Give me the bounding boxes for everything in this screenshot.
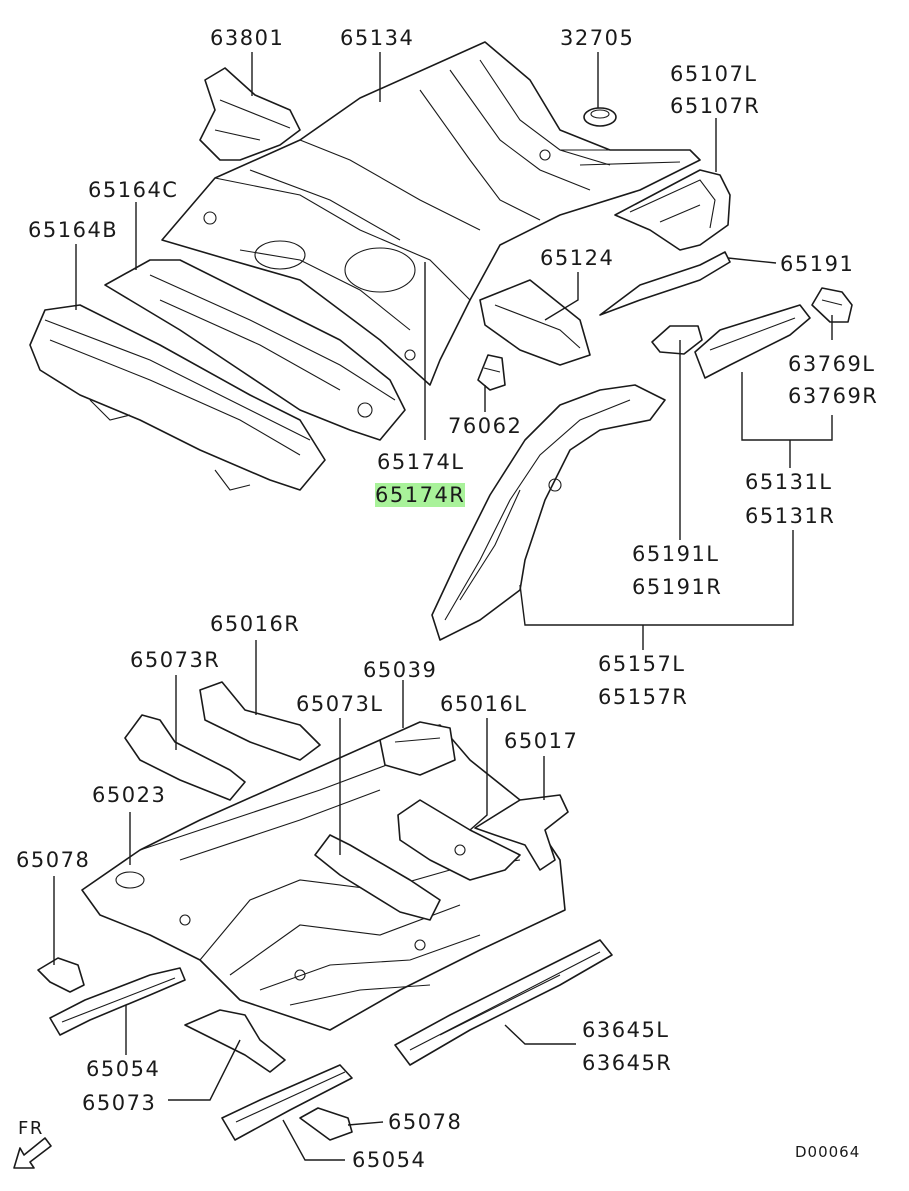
crossmember-65164B xyxy=(29,304,326,491)
part-76062 xyxy=(477,354,506,391)
bracket-65073-lower xyxy=(184,1009,286,1073)
leader-lines xyxy=(53,52,833,1161)
part-label-65131R[interactable]: 65131R xyxy=(745,504,836,528)
part-label-65023[interactable]: 65023 xyxy=(92,783,167,807)
rail-65131 xyxy=(694,304,811,379)
sill-63645 xyxy=(394,939,613,1066)
bracket-65191-upper xyxy=(599,251,731,316)
bracket-65039 xyxy=(379,721,456,776)
part-label-32705[interactable]: 32705 xyxy=(560,26,635,50)
plug-32705 xyxy=(583,107,617,127)
front-floor-pan xyxy=(81,724,566,1031)
crossmember-65073L xyxy=(314,834,441,921)
part-label-65124[interactable]: 65124 xyxy=(540,246,615,270)
bracket-63769 xyxy=(811,287,853,323)
bracket-65191-lower xyxy=(651,325,703,355)
bracket-65078-left xyxy=(37,957,85,993)
side-member-65157 xyxy=(431,384,666,641)
part-label-65078-left[interactable]: 65078 xyxy=(16,848,91,872)
bracket-65016L xyxy=(397,799,521,881)
bracket-65016R xyxy=(199,681,321,761)
part-label-65016L[interactable]: 65016L xyxy=(440,692,528,716)
part-label-65073[interactable]: 65073 xyxy=(82,1091,157,1115)
part-label-65107R[interactable]: 65107R xyxy=(670,94,761,118)
part-label-63645L[interactable]: 63645L xyxy=(582,1018,670,1042)
direction-label: FR xyxy=(18,1118,44,1139)
part-label-65174R[interactable]: 65174R xyxy=(375,483,466,507)
crossmember-65164C xyxy=(104,259,406,441)
part-label-65054-left[interactable]: 65054 xyxy=(86,1057,161,1081)
part-label-63645R[interactable]: 63645R xyxy=(582,1051,673,1075)
drawing-reference: D00064 xyxy=(795,1143,861,1161)
part-label-65073L[interactable]: 65073L xyxy=(296,692,384,716)
part-label-63801[interactable]: 63801 xyxy=(210,26,285,50)
member-65124 xyxy=(479,279,591,366)
crossmember-65073R xyxy=(124,714,246,801)
part-label-65078-lower[interactable]: 65078 xyxy=(388,1110,463,1134)
member-65054-left xyxy=(49,967,186,1036)
part-label-65016R[interactable]: 65016R xyxy=(210,612,301,636)
bracket-63801 xyxy=(199,67,301,161)
bracket-65078-lower xyxy=(299,1107,353,1141)
front-arrow-icon xyxy=(13,1137,52,1169)
part-label-65107L[interactable]: 65107L xyxy=(670,62,758,86)
part-label-63769L[interactable]: 63769L xyxy=(788,352,876,376)
panel-65107 xyxy=(614,169,731,251)
part-label-65157L[interactable]: 65157L xyxy=(598,652,686,676)
bracket-65017 xyxy=(474,794,569,871)
part-label-65017[interactable]: 65017 xyxy=(504,729,579,753)
rear-floor-pan xyxy=(161,41,701,386)
part-label-63769R[interactable]: 63769R xyxy=(788,384,879,408)
part-label-65191L[interactable]: 65191L xyxy=(632,542,720,566)
part-label-65164C[interactable]: 65164C xyxy=(88,178,179,202)
part-label-65191R[interactable]: 65191R xyxy=(632,575,723,599)
member-65054-lower xyxy=(221,1064,353,1141)
part-label-65164B[interactable]: 65164B xyxy=(28,218,119,242)
part-label-65134[interactable]: 65134 xyxy=(340,26,415,50)
part-label-76062[interactable]: 76062 xyxy=(448,414,523,438)
part-label-65157R[interactable]: 65157R xyxy=(598,685,689,709)
part-label-65191[interactable]: 65191 xyxy=(780,252,855,276)
part-label-65131L[interactable]: 65131L xyxy=(745,470,833,494)
part-label-65174L[interactable]: 65174L xyxy=(377,450,465,474)
part-label-65073R[interactable]: 65073R xyxy=(130,648,221,672)
part-label-65054-lower[interactable]: 65054 xyxy=(352,1148,427,1172)
part-label-65039[interactable]: 65039 xyxy=(363,658,438,682)
